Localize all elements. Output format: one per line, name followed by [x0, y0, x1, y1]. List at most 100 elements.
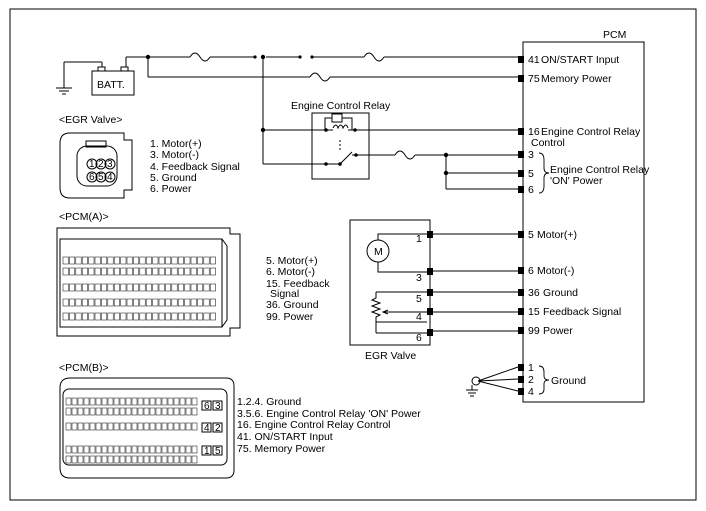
connector-pin-cell [203, 256, 210, 265]
connector-pin-cell [203, 283, 210, 292]
connector-pin-cell [107, 397, 114, 406]
connector-pin-cell [62, 283, 69, 292]
connector-pin-cell [165, 283, 172, 292]
pcm-pin-label: Motor(+) [537, 229, 577, 241]
connector-pin-cell [143, 397, 150, 406]
connector-pin-cell [95, 455, 102, 464]
connector-pin-cell [149, 445, 156, 454]
connector-pin-cell [71, 397, 78, 406]
pcm-title: PCM [603, 29, 626, 41]
connector-pin-cell [173, 445, 180, 454]
connector-pin-cell [81, 267, 88, 276]
connector-pin-cell [165, 267, 172, 276]
connector-pin-cell [113, 397, 120, 406]
connector-pin-cell [190, 312, 197, 321]
pcm-pin-num: 2 [528, 374, 534, 386]
connector-pin-cell [197, 312, 204, 321]
pcm-b-legend-item: 3.5.6. Engine Control Relay 'ON' Power [237, 408, 421, 420]
connector-pin-cell [184, 312, 191, 321]
connector-pin-cell [131, 407, 138, 416]
connector-pin-cell [94, 256, 101, 265]
connector-pin-cell [145, 267, 152, 276]
connector-pin-cell [77, 445, 84, 454]
pcm-pin-num: 3 [528, 149, 534, 161]
pcm-pin-label: Ground [543, 287, 578, 299]
egr-legend-item: 5. Ground [150, 172, 197, 184]
egr-connector-pin: 4 [107, 172, 113, 183]
egr-connector-pin: 3 [107, 159, 113, 170]
connector-pin-cell [158, 312, 165, 321]
connector-pin-cell [137, 455, 144, 464]
connector-pin-cell [107, 312, 114, 321]
connector-pin-cell [95, 397, 102, 406]
connector-pin-cell [113, 267, 120, 276]
connector-pin-cell [71, 407, 78, 416]
connector-pin-cell [120, 283, 127, 292]
connector-pin-cell [101, 298, 108, 307]
connector-pin-cell [190, 283, 197, 292]
pcm-b-side-pin: 3 [215, 401, 221, 412]
connector-pin-cell [161, 397, 168, 406]
connector-pin-cell [65, 445, 72, 454]
pcm-pin-num: 6 [528, 265, 534, 277]
egr-valve: M 1 3 5 4 6 EGR Valve [349, 219, 518, 362]
connector-pin-cell [139, 267, 146, 276]
pcm-pin-num: 6 [528, 184, 534, 196]
pcm-pin-stubs [518, 56, 524, 395]
connector-pin-cell [191, 455, 198, 464]
egr-pin-num: 1 [416, 233, 422, 245]
connector-pin-cell [185, 445, 192, 454]
pcm-pin-num: 4 [528, 386, 534, 398]
connector-pin-cell [191, 445, 198, 454]
connector-pin-cell [179, 397, 186, 406]
connector-pin-cell [65, 397, 72, 406]
pcm-b-legend-item: 16. Engine Control Relay Control [237, 419, 391, 431]
egr-connector-pin: 6 [89, 172, 95, 183]
connector-pin-cell [131, 445, 138, 454]
connector-pin-cell [179, 445, 186, 454]
connector-pin-cell [65, 422, 72, 431]
battery-label: BATT. [97, 79, 125, 91]
connector-pin-cell [161, 455, 168, 464]
connector-pin-cell [155, 445, 162, 454]
connector-pin-cell [75, 267, 82, 276]
connector-pin-cell [88, 298, 95, 307]
pcm-b-side-pin: 6 [204, 401, 210, 412]
egr-connector-pin: 2 [98, 159, 104, 170]
connector-pin-cell [101, 397, 108, 406]
connector-pin-cell [167, 445, 174, 454]
connector-pin-cell [62, 267, 69, 276]
pcm-pin-num: 1 [528, 362, 534, 374]
connector-pin-cell [107, 455, 114, 464]
connector-pin-cell [131, 397, 138, 406]
pcm-b-side-pin: 2 [215, 423, 221, 434]
connector-pin-cell [94, 312, 101, 321]
connector-pin-cell [89, 407, 96, 416]
pcm-b-side-pin: 5 [215, 446, 221, 457]
connector-pin-cell [177, 312, 184, 321]
connector-pin-cell [143, 455, 150, 464]
connector-pin-cell [179, 422, 186, 431]
connector-pin-cell [119, 397, 126, 406]
pcm-box [522, 41, 645, 403]
connector-pin-cell [107, 407, 114, 416]
connector-pin-cell [101, 445, 108, 454]
connector-pin-cell [177, 256, 184, 265]
connector-pin-cell [69, 298, 76, 307]
egr-connector-view: <EGR Valve> 1 2 3 6 5 4 1. Motor(+) 3. M… [59, 114, 240, 199]
pcm-pin-num: 41 [528, 54, 540, 66]
connector-pin-cell [191, 397, 198, 406]
connector-pin-cell [113, 455, 120, 464]
pcm-pin-label: Power [543, 325, 573, 337]
connector-pin-cell [113, 422, 120, 431]
connector-pin-cell [173, 422, 180, 431]
connector-pin-cell [139, 283, 146, 292]
pcm-ground [466, 366, 519, 397]
connector-pin-cell [155, 455, 162, 464]
connector-pin-cell [152, 312, 159, 321]
pcm-b-legend-item: 41. ON/START Input [237, 431, 333, 443]
connector-pin-cell [203, 298, 210, 307]
connector-pin-cell [137, 407, 144, 416]
connector-pin-cell [125, 407, 132, 416]
connector-pin-cell [158, 283, 165, 292]
